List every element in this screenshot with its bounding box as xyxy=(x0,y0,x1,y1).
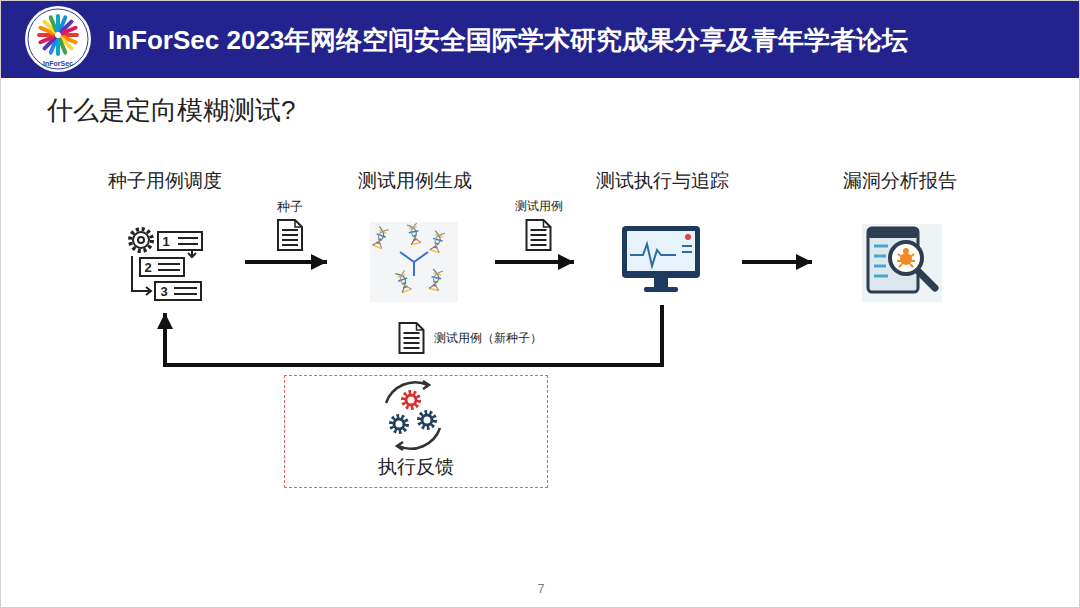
schedule-icon xyxy=(130,229,202,300)
stage-node: 测试用例生成 xyxy=(335,170,495,305)
slide-heading: 什么是定向模糊测试? xyxy=(47,93,295,128)
step-number: 2 xyxy=(144,261,151,274)
edge-label: 种子 xyxy=(277,200,303,213)
header-bar xyxy=(0,0,1080,78)
node-label: 测试执行与追踪 xyxy=(582,170,742,193)
step-number: 3 xyxy=(160,285,167,298)
report-icon xyxy=(862,224,942,302)
logo xyxy=(25,6,91,72)
stage-node: 漏洞分析报告 xyxy=(820,170,980,305)
dna-icon xyxy=(370,222,458,302)
flow-arrow xyxy=(495,260,574,264)
edge-label: 测试用例（新种子） xyxy=(434,332,542,344)
flow-arrow xyxy=(165,305,662,365)
page-number: 7 xyxy=(538,583,545,595)
feedback-box: 执行反馈 xyxy=(284,375,548,488)
monitor-icon xyxy=(622,226,700,292)
node-label: 测试用例生成 xyxy=(335,170,495,193)
flow-arrow xyxy=(245,260,327,264)
stage-node: 种子用例调度 xyxy=(85,170,245,305)
header-title: InForSec 2023年网络空间安全国际学术研究成果分享及青年学者论坛 xyxy=(108,27,908,53)
document-icon xyxy=(278,220,302,250)
node-label: 漏洞分析报告 xyxy=(820,170,980,193)
gears-icon xyxy=(386,381,440,450)
document-icon xyxy=(400,323,424,353)
node-label: 种子用例调度 xyxy=(85,170,245,193)
step-number: 1 xyxy=(162,235,169,248)
stage-node: 测试执行与追踪 xyxy=(582,170,742,305)
flow-arrow xyxy=(742,260,812,264)
edge-label: 测试用例 xyxy=(515,200,563,212)
node-label: 执行反馈 xyxy=(378,456,454,479)
document-icons xyxy=(278,220,551,353)
document-icon xyxy=(527,220,551,250)
logo-text: InForSec xyxy=(43,60,73,67)
